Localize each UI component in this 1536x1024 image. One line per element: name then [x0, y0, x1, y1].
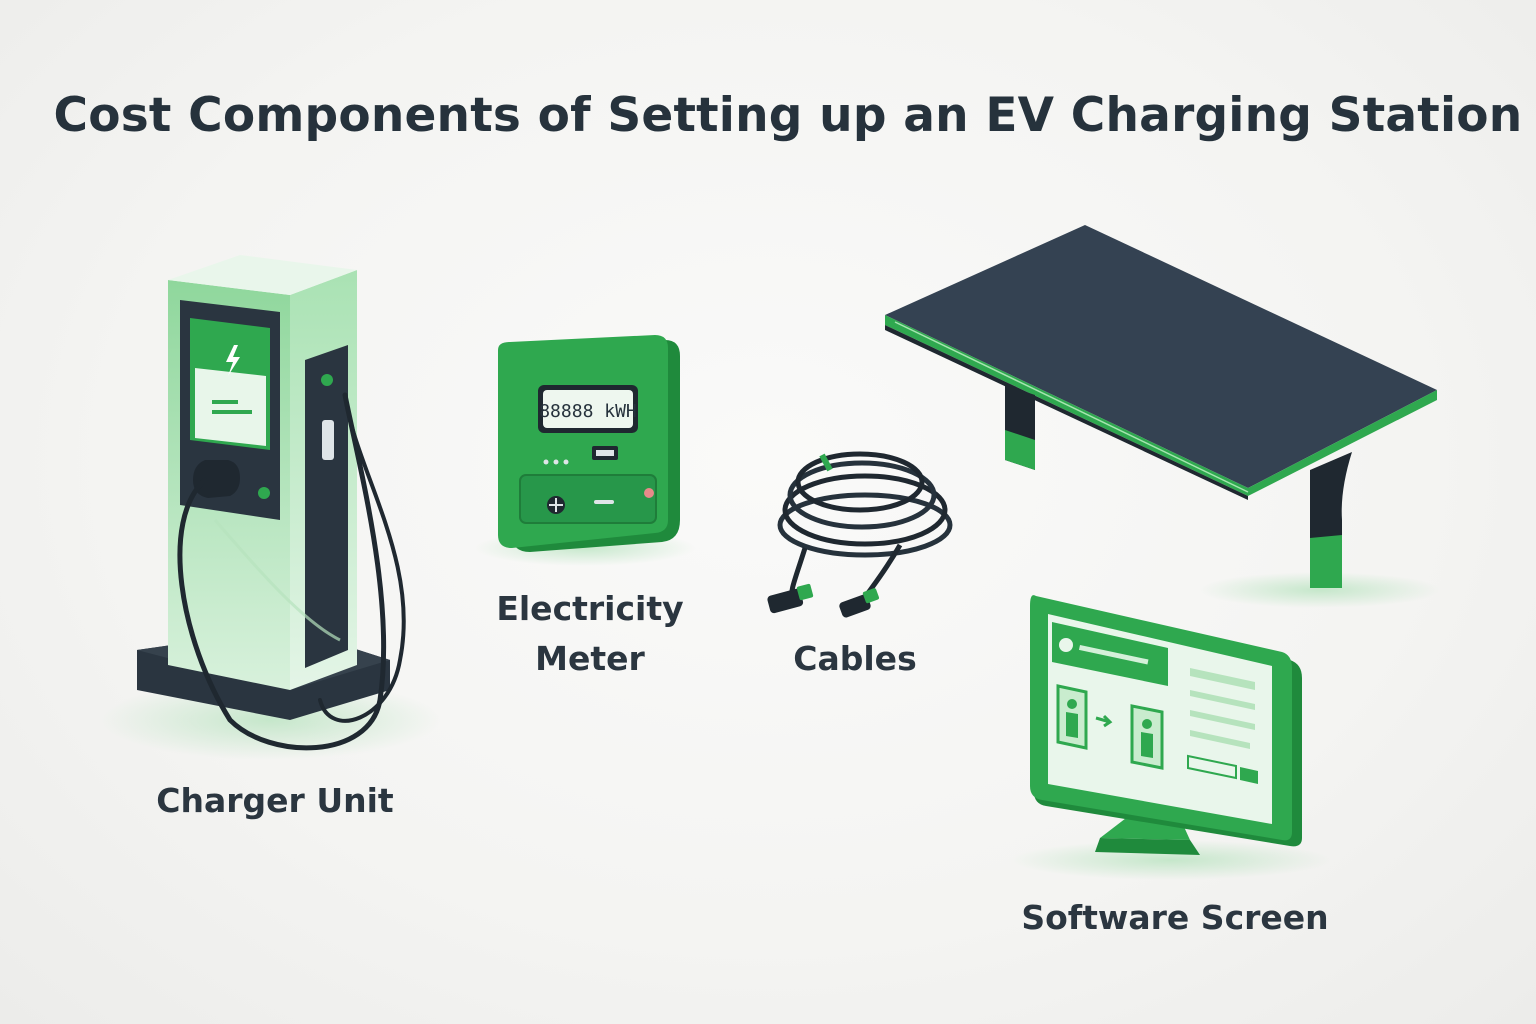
page-title: Cost Components of Setting up an EV Char…: [53, 88, 1523, 143]
cable-connector: [839, 594, 871, 618]
lightning-icon: [226, 345, 240, 376]
electricity-meter: 88888 kWH: [475, 335, 695, 566]
meter-indicator-light: [644, 488, 654, 498]
software-input: [1187, 754, 1237, 780]
cables: [767, 451, 953, 618]
app-logo-icon: [1059, 638, 1073, 652]
charger-unit: [100, 255, 440, 760]
canopy-structure: [885, 225, 1440, 608]
label-electricity-meter: Electricity Meter: [470, 584, 710, 684]
arrow-icon: [1095, 714, 1113, 728]
charger-plug: [322, 420, 334, 460]
cable-connector: [767, 588, 804, 614]
charger-indicator-light: [258, 487, 270, 499]
label-electricity-meter-line2: Meter: [535, 639, 645, 678]
software-screen: [1010, 595, 1330, 880]
label-software-screen: Software Screen: [1021, 898, 1329, 937]
canopy-top: [885, 225, 1437, 488]
cable-coil: [777, 492, 953, 558]
meter-display: [543, 390, 633, 428]
label-electricity-meter-line1: Electricity: [496, 589, 684, 628]
label-charger-unit: Charger Unit: [156, 781, 394, 820]
charger-cable: [177, 392, 387, 751]
software-button: [1240, 767, 1258, 784]
meter-display-text: 88888 kWH: [539, 401, 637, 422]
charger-holster: [305, 345, 348, 668]
label-cables: Cables: [793, 639, 917, 678]
